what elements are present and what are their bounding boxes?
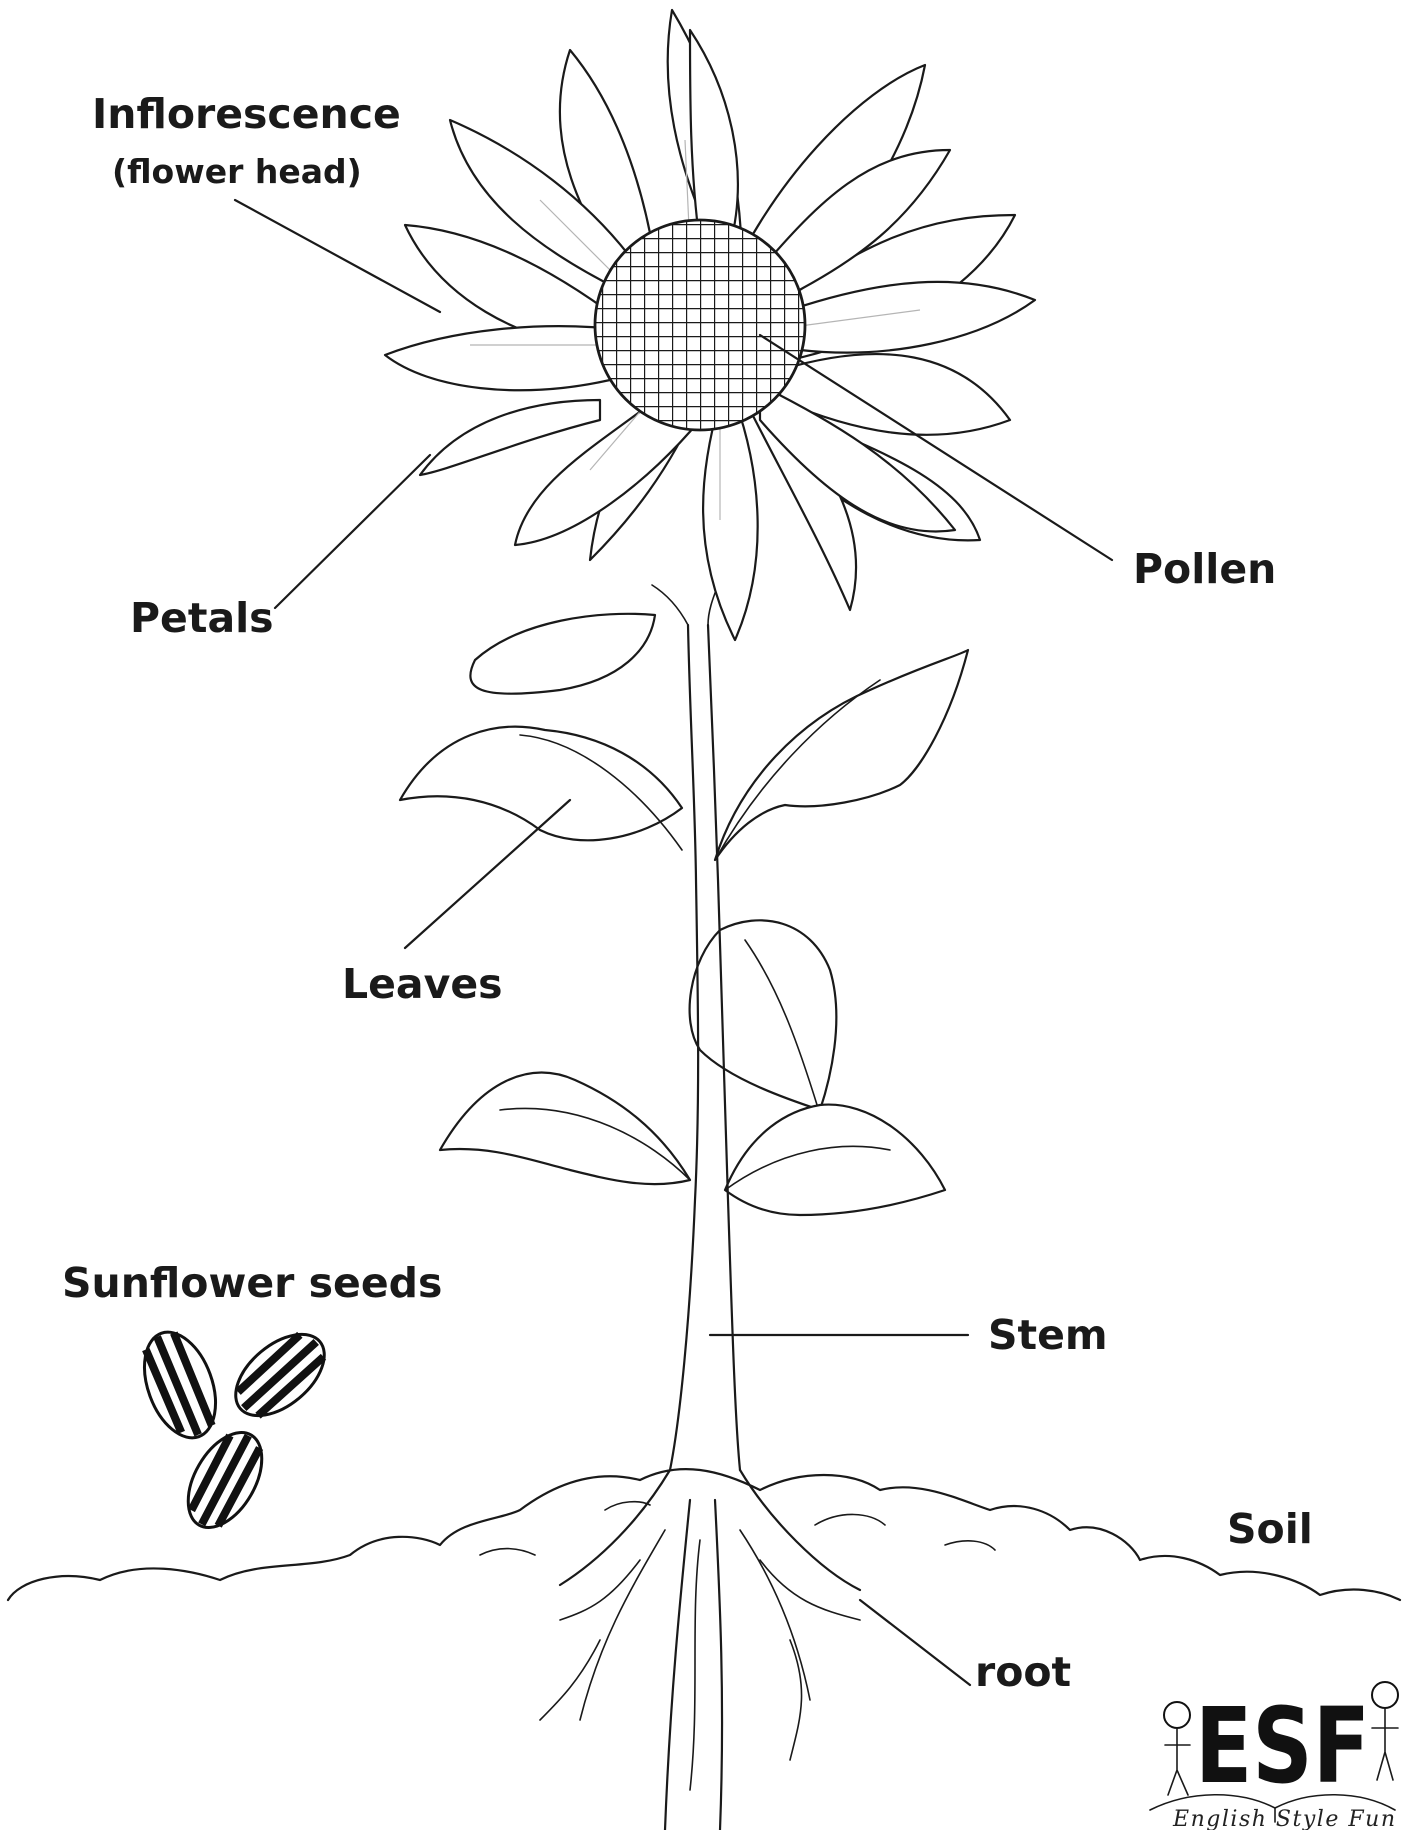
label-inflorescence: Inflorescence <box>92 90 401 138</box>
logo-brand-text: English Style Fun <box>1172 1807 1395 1830</box>
sunflower-seeds <box>131 1319 339 1540</box>
leaves <box>400 614 968 1215</box>
logo-girl-icon <box>1164 1702 1190 1795</box>
leaf-upper-left-small <box>470 614 655 694</box>
logo-boy-icon <box>1372 1682 1398 1780</box>
seed-2 <box>221 1319 339 1432</box>
label-petals: Petals <box>130 594 274 642</box>
leader-root <box>860 1600 970 1685</box>
leader-leaves <box>405 800 570 948</box>
leader-inflorescence <box>235 200 440 312</box>
label-soil: Soil <box>1227 1505 1313 1553</box>
label-stem: Stem <box>988 1311 1108 1359</box>
label-inflorescence-sub: (flower head) <box>112 152 362 191</box>
roots <box>540 1470 860 1830</box>
leader-petals <box>275 455 430 608</box>
seed-1 <box>131 1322 229 1447</box>
label-sunflower-seeds: Sunflower seeds <box>62 1259 442 1307</box>
leaf-right-2 <box>725 1105 945 1215</box>
logo-letters: ESF <box>1195 1685 1370 1807</box>
esf-logo: ESF English Style Fun <box>1150 1682 1398 1830</box>
leaf-middle <box>690 920 837 1110</box>
label-pollen: Pollen <box>1133 545 1276 593</box>
leaf-right-1 <box>715 650 968 860</box>
label-root: root <box>975 1648 1071 1696</box>
leaf-left-2 <box>440 1073 690 1184</box>
leaf-left-1 <box>400 727 682 841</box>
label-leaves: Leaves <box>342 960 503 1008</box>
